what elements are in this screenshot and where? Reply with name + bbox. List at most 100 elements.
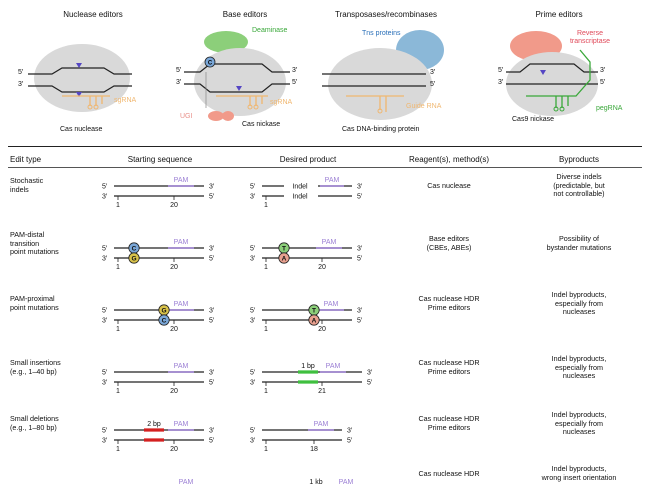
cut-site-bottom-icon [76, 92, 82, 97]
base-A-icon [308, 314, 320, 326]
strand-end-3: 3′ [430, 69, 436, 76]
strand-end-5: 5′ [367, 380, 373, 387]
byproducts-cell-line: nucleases [562, 371, 596, 381]
guide-rna-shape [346, 95, 404, 112]
cas9-nickase-caption: Cas9 nickase [512, 116, 555, 123]
panel-title-base: Base editors [222, 10, 268, 19]
start-tick-label: 20 [170, 388, 178, 395]
nuclease-diagram [28, 44, 132, 112]
start-tick-label: 20 [170, 202, 178, 209]
strand-end-3: 3′ [250, 318, 256, 325]
pam-label: PAM [179, 479, 194, 486]
sgrna-label: sgRNA [114, 97, 137, 104]
strand-end-5: 5′ [357, 256, 363, 263]
edit-type-cell-line: point mutations [10, 247, 59, 257]
c-base-icon [204, 56, 216, 68]
col-header-product: Desired product [279, 155, 337, 164]
product-tick-label: 1 [264, 326, 268, 333]
strand-end-3: 3′ [176, 79, 182, 86]
strand-end-3: 3′ [102, 438, 108, 445]
strand-end-3: 3′ [209, 428, 215, 435]
edit-type-cell-line: Small insertions [10, 358, 61, 368]
pam-label: PAM [325, 177, 340, 184]
strand-end-5: 5′ [250, 308, 256, 315]
base-T-label: T [312, 308, 316, 315]
start-tick-label: 20 [170, 264, 178, 271]
pam-label: PAM [174, 301, 189, 308]
strand-end-5: 5′ [250, 428, 256, 435]
edit-type-cell: Small deletions(e.g., 1–80 bp) [10, 415, 100, 432]
base-A-icon [278, 252, 290, 264]
strand-end-5: 5′ [209, 256, 215, 263]
strand-end-5: 5′ [209, 380, 215, 387]
base-A-label: A [282, 256, 287, 263]
pam-label: PAM [174, 239, 189, 246]
reagent-cell: Base editors(CBEs, ABEs) [384, 235, 514, 252]
pegrna-shape [526, 49, 591, 97]
ugi-blob [208, 111, 224, 121]
start-tick-label: 1 [116, 326, 120, 333]
top-strand [28, 67, 132, 75]
base-C-label: C [162, 318, 167, 325]
pam-label: PAM [324, 301, 339, 308]
pegrna-label: pegRNA [596, 105, 623, 112]
reagent-cell-line: Cas nuclease HDR [418, 358, 480, 368]
reagent-cell-line: Base editors [429, 234, 469, 244]
strand-end-3: 3′ [250, 438, 256, 445]
strand-end-5: 5′ [347, 438, 353, 445]
strand-end-3: 3′ [600, 67, 606, 74]
start-tick-label: 1 [116, 264, 120, 271]
strand-end-3: 3′ [102, 256, 108, 263]
sgrna-label: sgRNA [270, 99, 293, 106]
sgrna-shape [62, 95, 110, 106]
strand-end-5: 5′ [209, 318, 215, 325]
edit-type-cell-line: point mutations [10, 302, 59, 312]
edit-type-cell-line: transition [10, 238, 40, 248]
indel-label: Indel [292, 194, 308, 201]
pam-label: PAM [314, 421, 329, 428]
base-editor-diagram: C [184, 31, 290, 121]
strand-end-3: 3′ [357, 308, 363, 315]
reagent-cell: Cas nuclease HDR [384, 468, 514, 479]
reagent-cell-line: Prime editors [427, 302, 471, 312]
strand-end-5: 5′ [600, 79, 606, 86]
deletion-length-label: 2 bp [147, 421, 161, 428]
strand-end-5: 5′ [102, 428, 108, 435]
edit-type-cell-line: PAM-distal [10, 230, 45, 240]
strand-end-3: 3′ [102, 194, 108, 201]
strand-end-3: 3′ [367, 370, 373, 377]
pam-label: PAM [174, 421, 189, 428]
pam-label: PAM [174, 363, 189, 370]
svg-text:C: C [208, 61, 213, 67]
cas-nickase-caption: Cas nickase [242, 121, 281, 128]
strand-end-3: 3′ [102, 380, 108, 387]
edit-type-cell-line: Small deletions [10, 414, 59, 424]
panel-title-prime: Prime editors [535, 10, 583, 19]
base-C-label: C [132, 246, 137, 253]
strand-end-5: 5′ [250, 370, 256, 377]
byproducts-cell-line: especially from [555, 362, 603, 372]
start-tick-label: 1 [116, 202, 120, 209]
transposase-diagram [322, 30, 444, 120]
strand-end-3: 3′ [357, 246, 363, 253]
strand-end-5: 5′ [209, 438, 215, 445]
reagent-cell-line: Cas nuclease HDR [418, 414, 480, 424]
strand-end-3: 3′ [250, 256, 256, 263]
edit-type-cell-line: (e.g., 1–40 bp) [10, 366, 57, 376]
reagent-cell-line: Cas nuclease HDR [418, 468, 480, 478]
product-tick-label: 1 [264, 202, 268, 209]
base-G-icon [128, 252, 140, 264]
cas-binding-blob [328, 48, 432, 120]
panel-title-nuclease: Nuclease editors [63, 10, 123, 19]
cas-binding-caption: Cas DNA-binding protein [342, 126, 420, 133]
edit-type-cell-line: indels [10, 184, 29, 194]
header-divider [8, 146, 642, 147]
byproducts-cell-line: wrong insert orientation [541, 472, 617, 482]
reagent-cell-line: Cas nuclease [427, 180, 471, 190]
strand-end-5: 5′ [102, 246, 108, 253]
